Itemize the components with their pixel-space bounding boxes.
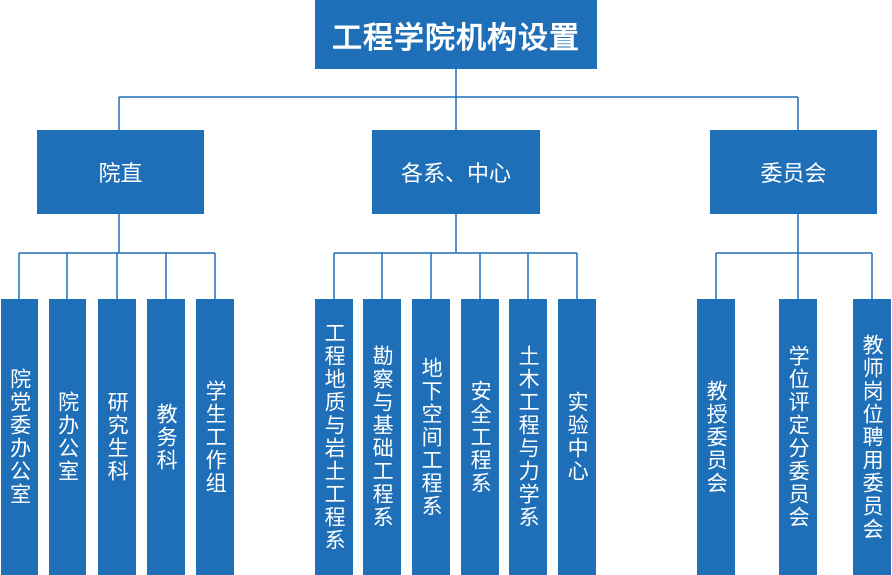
unit-academic-affairs-section: 教务科 bbox=[147, 299, 185, 575]
unit-label: 地下空间工程系 bbox=[419, 356, 444, 518]
unit-label: 土木工程与力学系 bbox=[516, 345, 541, 529]
unit-label: 学位评定分委员会 bbox=[786, 345, 811, 529]
unit-label: 工程地质与岩土工程系 bbox=[322, 322, 347, 552]
dept-engineering-geology: 工程地质与岩土工程系 bbox=[315, 299, 353, 575]
unit-label: 院办公室 bbox=[55, 391, 80, 483]
unit-label: 学生工作组 bbox=[203, 379, 228, 495]
unit-graduate-section: 研究生科 bbox=[98, 299, 136, 575]
dept-underground-space: 地下空间工程系 bbox=[412, 299, 450, 575]
branch-committees: 委员会 bbox=[710, 130, 877, 214]
branch-label: 院直 bbox=[98, 162, 143, 187]
org-chart-title: 工程学院机构设置 bbox=[315, 0, 597, 69]
unit-label: 教务科 bbox=[154, 402, 179, 472]
unit-label: 教授委员会 bbox=[704, 379, 729, 495]
unit-label: 院党委办公室 bbox=[7, 368, 32, 506]
dept-survey-foundation: 勘察与基础工程系 bbox=[363, 299, 401, 575]
unit-student-affairs-group: 学生工作组 bbox=[196, 299, 234, 575]
unit-college-office: 院办公室 bbox=[49, 299, 86, 575]
unit-label: 勘察与基础工程系 bbox=[370, 345, 395, 529]
dept-experiment-center: 实验中心 bbox=[558, 299, 596, 575]
branch-departments-centers: 各系、中心 bbox=[372, 130, 540, 214]
unit-label: 安全工程系 bbox=[468, 379, 493, 495]
unit-label: 研究生科 bbox=[105, 391, 130, 483]
committee-professors: 教授委员会 bbox=[697, 299, 735, 575]
dept-civil-mechanics: 土木工程与力学系 bbox=[509, 299, 547, 575]
branch-college-direct: 院直 bbox=[37, 130, 204, 214]
committee-faculty-appointment: 教师岗位聘用委员会 bbox=[853, 299, 891, 575]
unit-label: 实验中心 bbox=[565, 391, 590, 483]
dept-safety-engineering: 安全工程系 bbox=[461, 299, 499, 575]
unit-label: 教师岗位聘用委员会 bbox=[860, 333, 885, 541]
branch-label: 各系、中心 bbox=[400, 162, 511, 187]
committee-degree-evaluation: 学位评定分委员会 bbox=[779, 299, 817, 575]
branch-label: 委员会 bbox=[760, 162, 827, 187]
unit-party-committee-office: 院党委办公室 bbox=[1, 299, 38, 575]
title-text: 工程学院机构设置 bbox=[332, 20, 580, 56]
